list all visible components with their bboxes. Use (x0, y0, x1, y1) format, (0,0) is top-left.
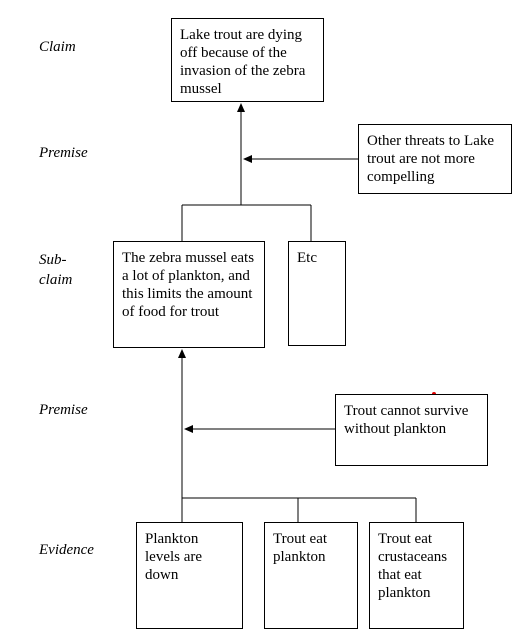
subclaim-box: The zebra mussel eats a lot of plankton,… (113, 241, 265, 348)
premise-top-box: Other threats to Lake trout are not more… (358, 124, 512, 194)
evidence-box-crustaceans: Trout eat crustaceans that eat plankton (369, 522, 464, 629)
evidence-box-trout-eat-plankton: Trout eat plankton (264, 522, 358, 629)
premise-bottom-box: Trout cannot survive without plankton (335, 394, 488, 466)
claim-box: Lake trout are dying off because of the … (171, 18, 324, 102)
row-label-premise-bottom: Premise (39, 402, 88, 418)
etc-box: Etc (288, 241, 346, 346)
row-label-evidence: Evidence (39, 542, 94, 558)
row-label-subclaim: Sub- claim (39, 252, 73, 288)
evidence-box-plankton-levels: Plankton levels are down (136, 522, 243, 629)
row-label-claim: Claim (39, 39, 76, 55)
row-label-premise-top: Premise (39, 145, 88, 161)
